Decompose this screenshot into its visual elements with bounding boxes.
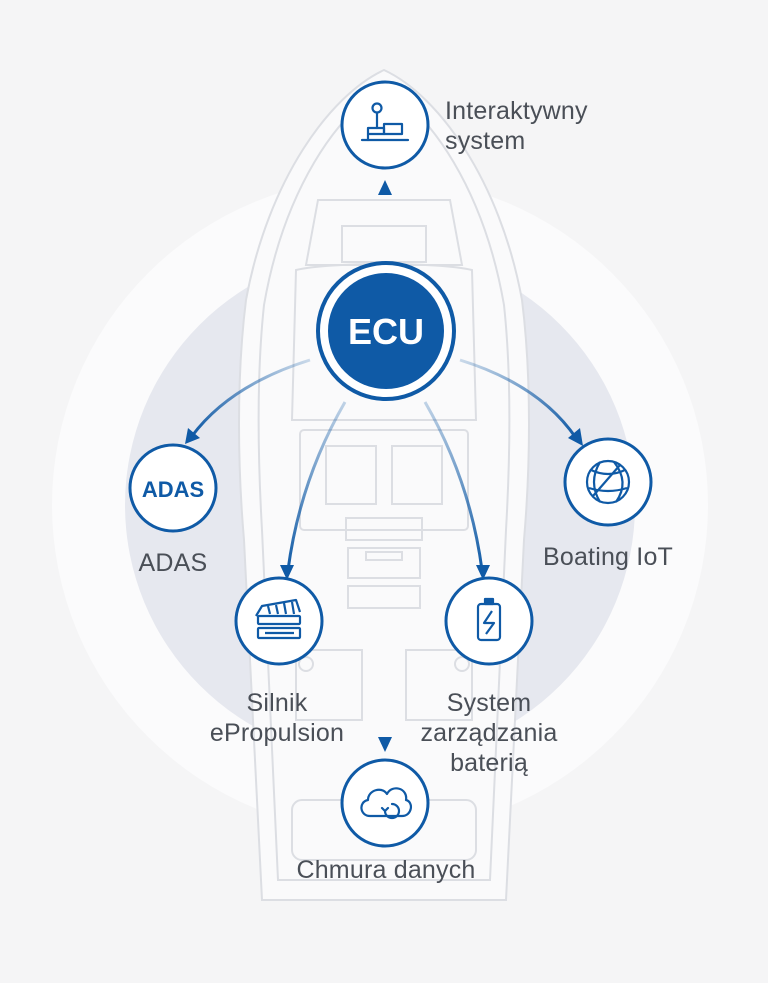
battery-system-label: System zarządzania baterią — [420, 689, 558, 777]
engine-icon — [255, 598, 302, 640]
ecu-node: ECU — [316, 261, 456, 401]
arrow-to-battery-system — [423, 401, 484, 571]
arrow-to-epropulsion — [286, 401, 347, 571]
adas-node: ADAS — [128, 443, 218, 533]
joystick-icon — [360, 102, 410, 142]
cloud-icon — [360, 787, 412, 820]
epropulsion-label: Silnik ePropulsion — [209, 689, 345, 747]
data-cloud-node — [340, 758, 430, 848]
epropulsion-node — [234, 576, 324, 666]
data-cloud-label: Chmura danych — [296, 856, 476, 884]
arrows — [190, 192, 578, 744]
battery-system-node — [444, 576, 534, 666]
globe-icon — [585, 459, 631, 505]
interactive-system-node — [340, 80, 430, 170]
boating-iot-label: Boating IoT — [542, 543, 674, 571]
arrow-to-boating-iot — [459, 358, 578, 439]
interactive-system-label: Interaktywny system — [445, 97, 588, 155]
adas-label: ADAS — [138, 549, 208, 577]
arrow-to-adas — [190, 358, 311, 437]
arrowheads — [185, 180, 583, 752]
ecu-label: ECU — [348, 311, 424, 352]
battery-icon — [476, 597, 502, 642]
adas-icon-text: ADAS — [142, 477, 204, 502]
boating-iot-node — [563, 437, 653, 527]
